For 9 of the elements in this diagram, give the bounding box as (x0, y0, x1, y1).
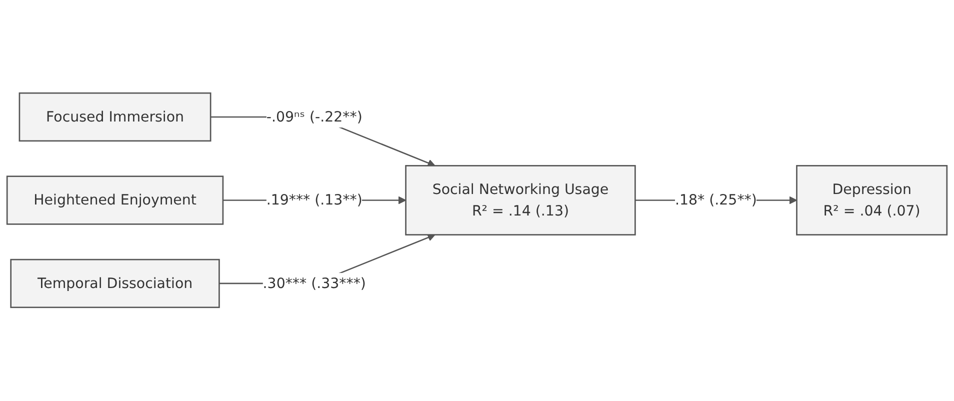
node-box: Depression R² = .04 (.07) (796, 165, 948, 236)
node-box: Temporal Dissociation (10, 259, 220, 308)
edge-label: .19*** (.13**) (266, 192, 362, 208)
node-box: Heightened Enjoyment (6, 176, 224, 226)
node-box: Social Networking Usage R² = .14 (.13) (405, 165, 636, 236)
edge-label: .30*** (.33***) (262, 274, 366, 292)
edge-label: -.09ⁿˢ (-.22**) (266, 108, 362, 126)
node-box: Focused Immersion (18, 92, 212, 142)
edge-label: .18* (.25**) (675, 192, 757, 208)
